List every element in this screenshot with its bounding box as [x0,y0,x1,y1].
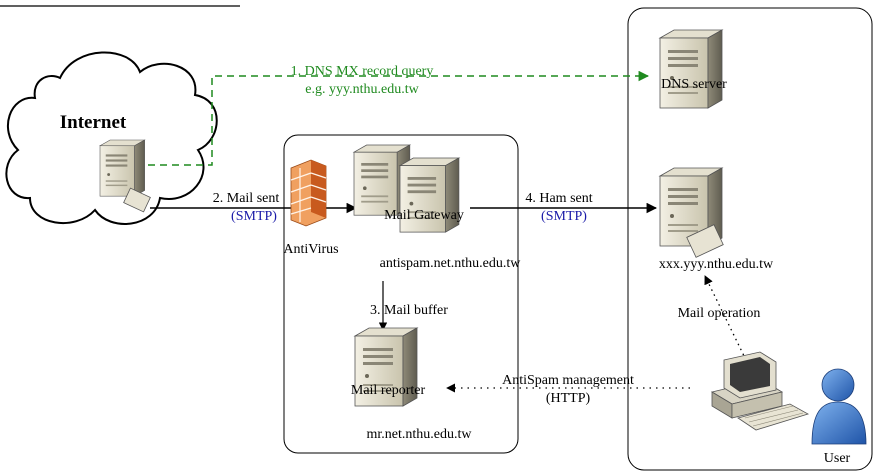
management-protocol: (HTTP) [546,391,591,406]
reporter-host: mr.net.nthu.edu.tw [367,427,473,442]
mail-sent-protocol: (SMTP) [231,209,277,224]
ham-sent-label: 4. Ham sent [525,191,592,206]
mail-buffer-label: 3. Mail buffer [370,303,448,318]
internet-server-icon [99,139,151,213]
reporter-label: Mail reporter [351,383,426,398]
gateway-host: antispam.net.nthu.edu.tw [380,256,522,271]
gateway-label: Mail Gateway [384,208,464,223]
user-label: User [824,451,851,466]
user-icon [811,368,867,445]
ham-sent-protocol: (SMTP) [541,209,587,224]
dns-query-arrow [148,70,650,166]
mail-server-icon [659,167,724,258]
mail-operation-arrow [704,275,747,361]
internet-label: Internet [60,112,127,133]
antivirus-label: AntiVirus [283,242,338,257]
firewall-icon [290,159,327,227]
dns-server-icon [659,29,723,109]
internet-cloud [5,51,218,225]
dns-server-label: DNS server [661,77,727,92]
mail-server-host: xxx.yyy.nthu.edu.tw [659,257,774,272]
local-network-box [627,7,873,471]
dns-query-line1: 1. DNS MX record query [291,64,434,79]
management-label: AntiSpam management [502,373,634,388]
dns-query-line2: e.g. yyy.nthu.edu.tw [305,82,419,97]
antispam-box [283,134,519,454]
workstation-icon [710,351,810,431]
mail-operation-label: Mail operation [678,306,761,321]
mail-sent-label: 2. Mail sent [213,191,280,206]
